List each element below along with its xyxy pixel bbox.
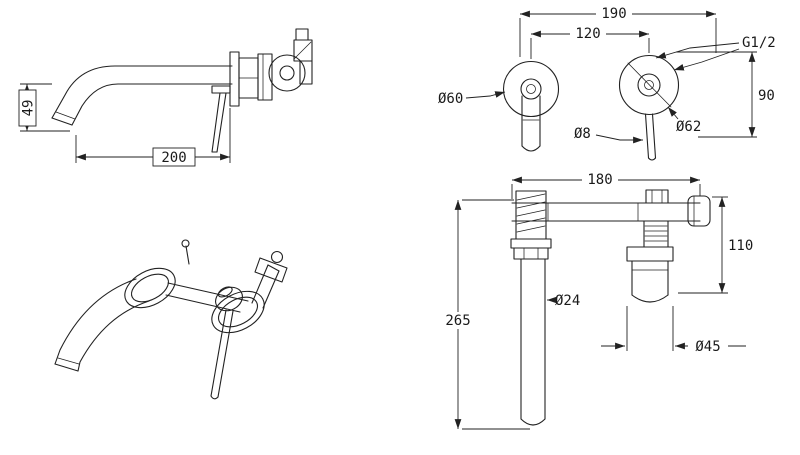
dim-valve-body-dia-value: Ø45 <box>695 339 720 355</box>
dim-outlet-drop: 49 <box>18 83 70 132</box>
dim-spout-reach: 200 <box>75 108 231 167</box>
valve-assembly <box>626 220 674 303</box>
spout-3d <box>54 278 150 372</box>
dim-pipe-length: 265 <box>440 199 530 430</box>
handle-escutcheon <box>211 290 265 334</box>
callout-inlet-pipe: Ø24 <box>547 293 580 309</box>
dim-spout-reach-value: 200 <box>161 150 186 166</box>
dim-overall-width: 190 <box>519 5 717 57</box>
dim-handle-drop-value: 90 <box>758 88 775 104</box>
inlet-tee-and-pipe <box>510 190 552 426</box>
dim-valve-body-dia: Ø45 <box>601 306 746 355</box>
view-perspective <box>54 239 288 400</box>
callout-inlet-pipe-value: Ø24 <box>555 293 580 309</box>
front-spout <box>502 60 560 152</box>
view-front: 190 120 G1/2 90 Ø60 <box>438 5 776 161</box>
dim-handle-drop: 90 <box>676 51 775 138</box>
dim-body-length: 180 <box>511 171 701 199</box>
callout-lever-rod-value: Ø8 <box>574 126 591 142</box>
callout-handle-flange-value: Ø62 <box>676 119 701 135</box>
callout-thread-value: G1/2 <box>742 35 776 51</box>
install-body <box>511 189 711 227</box>
lever-3d <box>210 309 234 400</box>
callout-thread: G1/2 <box>655 35 776 71</box>
callout-handle-flange: Ø62 <box>667 106 701 135</box>
spout-escutcheon <box>124 267 176 309</box>
dim-body-length-value: 180 <box>587 172 612 188</box>
callout-spout-flange: Ø60 <box>438 91 506 107</box>
callout-lever-rod: Ø8 <box>574 126 643 144</box>
dim-overall-width-value: 190 <box>601 6 626 22</box>
spout-profile <box>51 65 233 126</box>
dim-valve-drop-value: 110 <box>728 238 753 254</box>
dim-pipe-length-value: 265 <box>445 313 470 329</box>
view-install: 180 110 265 Ø24 Ø45 <box>440 171 753 430</box>
cartridge-cap <box>215 286 243 312</box>
view-side: 49 200 <box>18 28 313 167</box>
callout-spout-flange-value: Ø60 <box>438 91 463 107</box>
valve-body-profile <box>229 28 313 107</box>
dim-hole-centers-value: 120 <box>575 26 600 42</box>
dim-outlet-drop-value: 49 <box>21 100 37 117</box>
front-handle <box>618 54 680 161</box>
dim-valve-drop: 110 <box>678 196 753 294</box>
dim-hole-centers: 120 <box>530 25 650 59</box>
inwall-bar <box>165 239 288 313</box>
lever-profile <box>211 85 231 153</box>
